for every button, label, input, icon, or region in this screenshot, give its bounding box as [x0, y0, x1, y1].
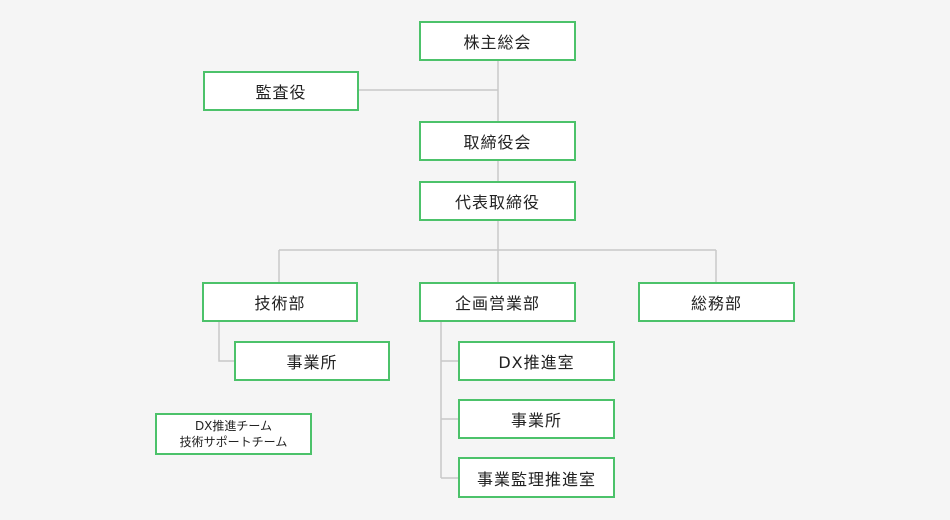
engineering-dept-box: 技術部 [202, 282, 358, 322]
planning-office-box: 事業所 [458, 399, 615, 439]
connector-engineering-office [218, 321, 235, 362]
dx-promotion-office-box: DX推進室 [458, 341, 615, 381]
engineering-dept-label: 技術部 [254, 294, 306, 313]
auditor-label: 監査役 [255, 83, 307, 102]
representative-director-box: 代表取締役 [419, 181, 576, 221]
auditor-box: 監査役 [203, 71, 359, 111]
board-of-directors-box: 取締役会 [419, 121, 576, 161]
board-of-directors-label: 取締役会 [463, 133, 532, 152]
dx-promotion-office-label: DX推進室 [498, 353, 575, 372]
planning-sales-dept-label: 企画営業部 [454, 294, 540, 313]
representative-director-label: 代表取締役 [454, 193, 540, 212]
engineering-office-label: 事業所 [286, 353, 338, 372]
dx-promotion-team-label: DX推進チーム [194, 419, 273, 433]
business-supervision-office-label: 事業監理推進室 [476, 469, 596, 489]
tech-support-team-label: 技術サポートチーム [179, 435, 288, 449]
shareholders-meeting-box: 株主総会 [419, 21, 576, 61]
planning-office-label: 事業所 [510, 411, 562, 430]
general-affairs-dept-box: 総務部 [638, 282, 795, 322]
general-affairs-dept-label: 総務部 [690, 294, 742, 313]
planning-sales-dept-box: 企画営業部 [419, 282, 576, 322]
engineering-office-box: 事業所 [234, 341, 390, 381]
business-supervision-office-box: 事業監理推進室 [458, 457, 615, 498]
shareholders-meeting-label: 株主総会 [463, 33, 532, 52]
teams-box: DX推進チーム 技術サポートチーム [155, 413, 312, 455]
